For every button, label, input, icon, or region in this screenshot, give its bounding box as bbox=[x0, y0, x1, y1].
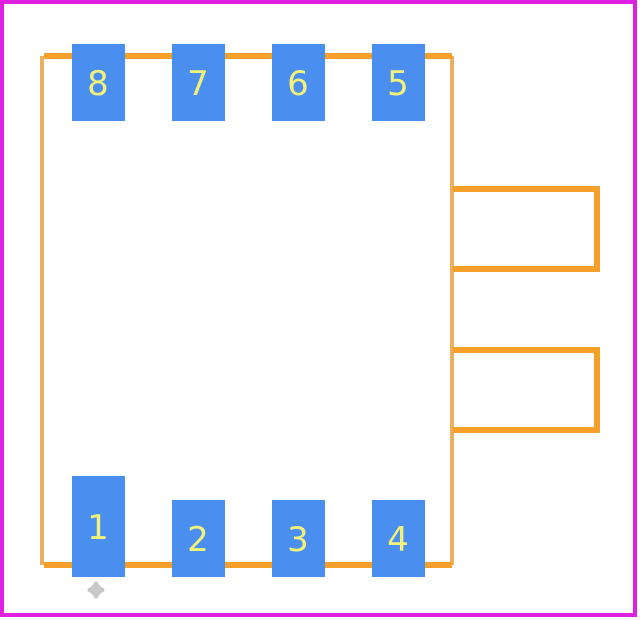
pad-6-label: 6 bbox=[287, 64, 309, 104]
pad-1-label: 1 bbox=[87, 508, 109, 548]
origin-marker-left bbox=[87, 587, 93, 593]
pad-3-copper bbox=[272, 500, 325, 577]
pad-8: 8 bbox=[72, 44, 125, 121]
pad-3: 3 bbox=[272, 500, 325, 577]
pad-4: 4 bbox=[372, 500, 425, 577]
pad-5-label: 5 bbox=[387, 64, 409, 104]
tab-outline-upper bbox=[453, 186, 600, 272]
pad-2-copper bbox=[172, 500, 225, 577]
tab-outline-lower bbox=[453, 347, 600, 433]
pad-8-label: 8 bbox=[87, 64, 109, 104]
pad-4-label: 4 bbox=[387, 520, 409, 560]
pad-2-label: 2 bbox=[187, 520, 209, 560]
pad-7: 7 bbox=[172, 44, 225, 121]
pad-6: 6 bbox=[272, 44, 325, 121]
pad-6-copper bbox=[272, 44, 325, 121]
origin-marker-dot bbox=[90, 584, 102, 596]
origin-marker-bottom bbox=[93, 593, 99, 599]
pad-2: 2 bbox=[172, 500, 225, 577]
origin-marker-right bbox=[99, 587, 105, 593]
pad-7-label: 7 bbox=[187, 64, 209, 104]
pad-1-copper bbox=[72, 476, 125, 577]
pad-3-label: 3 bbox=[287, 520, 309, 560]
pad-5: 5 bbox=[372, 44, 425, 121]
pad-4-copper bbox=[372, 500, 425, 577]
pad-1: 1 bbox=[72, 476, 125, 577]
origin-marker bbox=[87, 581, 105, 599]
pad-8-copper bbox=[72, 44, 125, 121]
origin-marker-top bbox=[93, 581, 99, 587]
pad-7-copper bbox=[172, 44, 225, 121]
pad-5-copper bbox=[372, 44, 425, 121]
